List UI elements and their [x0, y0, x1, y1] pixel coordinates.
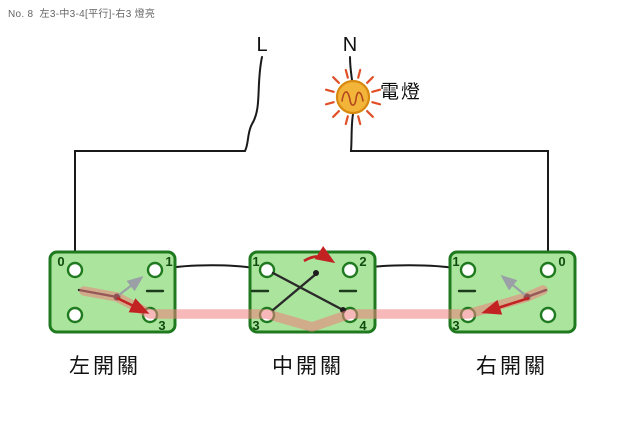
middle-terminal-tl	[258, 261, 276, 279]
right-terminal-br	[539, 306, 557, 324]
wire-line-n-lower	[349, 113, 549, 263]
middle-terminal-number-4: 4	[359, 318, 367, 333]
middle-pivot-dot-top	[313, 270, 319, 276]
middle-terminal-number-2: 2	[359, 254, 366, 269]
right-terminal-number-3: 3	[452, 318, 459, 333]
right-terminal-tl	[459, 261, 477, 279]
right-terminal-number-0: 0	[558, 254, 565, 269]
left-position-arrow	[116, 296, 150, 314]
left-terminal-bl	[66, 306, 84, 324]
right-position-arrow	[481, 296, 530, 315]
left-switch-label: 左開關	[69, 355, 141, 378]
wire-line-l	[74, 56, 263, 263]
line-l-label: L	[256, 34, 267, 56]
left-alt-position-arrow	[118, 275, 144, 296]
left-terminal-tl	[66, 261, 84, 279]
lamp-icon	[324, 68, 382, 126]
lamp-filament	[341, 91, 364, 106]
right-terminal-tr	[539, 261, 557, 279]
left-terminal-number-0: 0	[57, 254, 64, 269]
middle-position-arrow	[303, 246, 336, 264]
right-switch-label: 右開關	[476, 355, 548, 378]
middle-terminal-number-1: 1	[252, 254, 259, 269]
middle-terminal-number-3: 3	[252, 318, 259, 333]
middle-crossbar-2	[271, 272, 318, 312]
wire-line-n-upper	[349, 56, 353, 81]
diagram-title: No. 8 左3-中3-4[平行]-右3 燈亮	[8, 9, 156, 20]
lamp-rays	[324, 68, 382, 126]
wire-left-to-middle	[161, 264, 261, 270]
right-terminal-number-1: 1	[452, 254, 459, 269]
right-alt-position-arrow	[500, 274, 526, 296]
lamp-label: 電燈	[380, 81, 422, 103]
left-terminal-tr	[146, 261, 164, 279]
line-n-label: N	[343, 34, 357, 56]
left-terminal-number-1: 1	[165, 254, 172, 269]
middle-crossbar-1	[271, 271, 345, 312]
middle-switch-label: 中開關	[272, 355, 344, 378]
left-terminal-number-3: 3	[158, 318, 165, 333]
middle-terminal-tr	[341, 261, 359, 279]
lamp-bulb	[335, 79, 371, 115]
